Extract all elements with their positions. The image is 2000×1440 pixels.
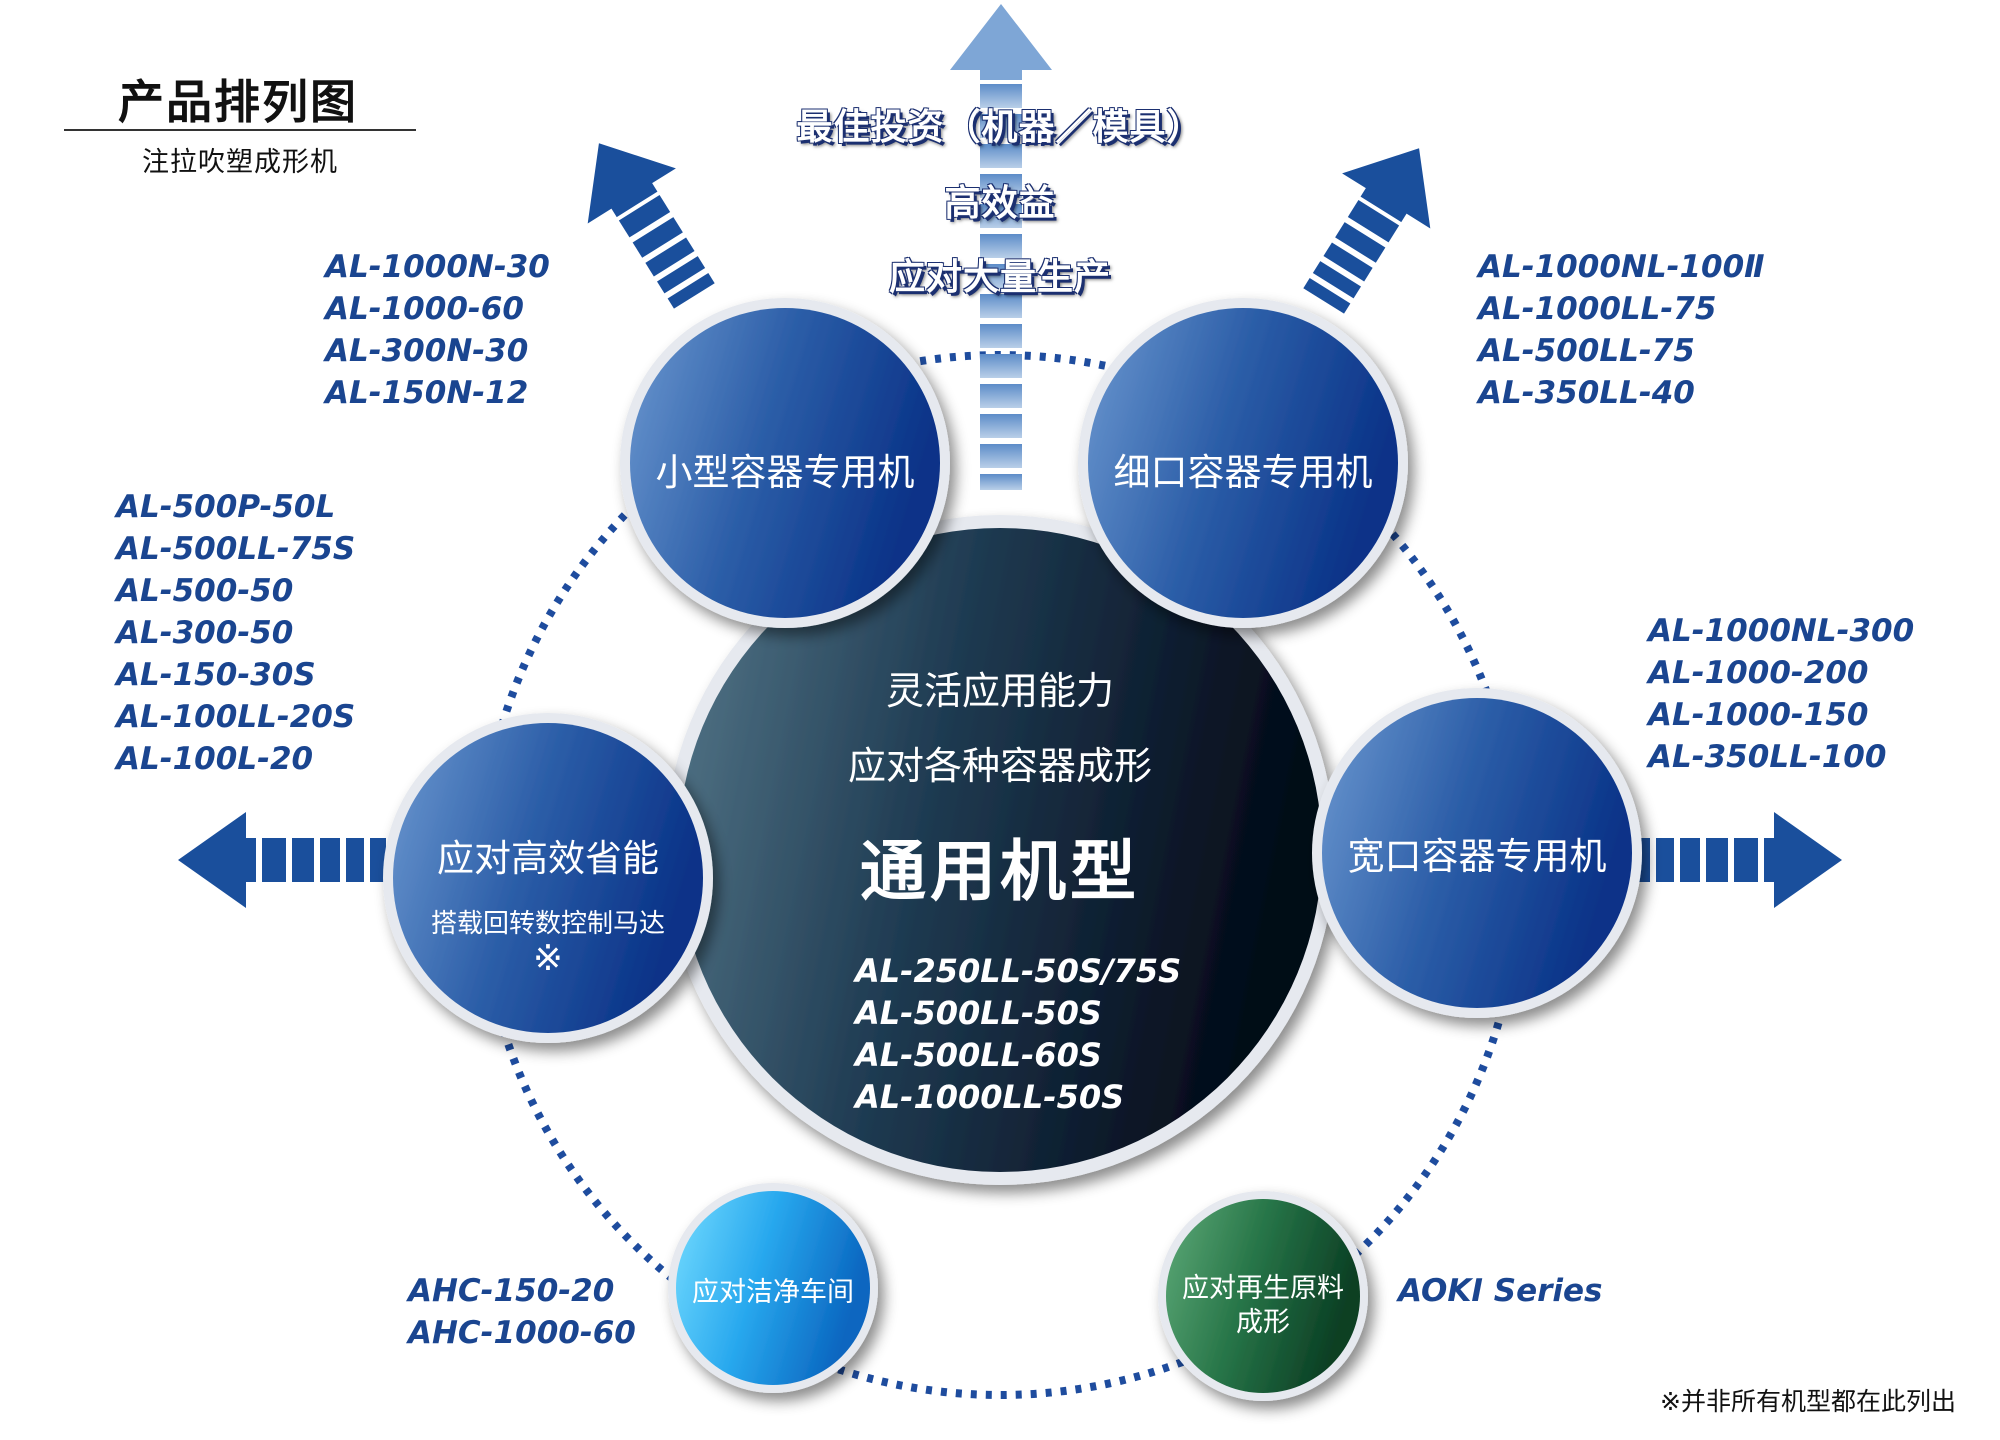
center-feature-flexibility: 灵活应用能力	[885, 669, 1114, 713]
title-divider	[64, 129, 416, 131]
model-item: AL-350LL-40	[1478, 375, 1695, 411]
circle-narrow-neck	[1078, 298, 1408, 628]
model-item: AL-500LL-75S	[116, 531, 356, 567]
benefit-efficiency: 高效益	[944, 183, 1056, 224]
circle-recycled	[1158, 1191, 1368, 1401]
label-recycled-line1: 应对再生原料	[1182, 1273, 1344, 1304]
label-energy-saving-sub: 搭载回转数控制马达	[430, 909, 665, 939]
label-clean-room: 应对洁净车间	[692, 1277, 854, 1308]
label-recycled-line2: 成形	[1236, 1307, 1290, 1338]
model-item: AL-1000-60	[325, 291, 524, 327]
model-item: AL-1000-200	[1648, 655, 1869, 691]
circle-clean-room	[668, 1183, 878, 1393]
model-item: AL-150-30S	[116, 657, 316, 693]
model-item: AHC-1000-60	[408, 1315, 636, 1351]
model-list-narrow-neck: AL-1000NL-100Ⅱ AL-1000LL-75 AL-500LL-75 …	[1478, 246, 1765, 414]
model-list-energy-saving: AL-500P-50L AL-500LL-75S AL-500-50 AL-30…	[116, 486, 355, 780]
model-item: AL-300-50	[116, 615, 294, 651]
benefit-mass-production: 应对大量生产	[888, 257, 1111, 298]
footnote: ※并非所有机型都在此列出	[1660, 1387, 1956, 1416]
arrow-upper-right	[1303, 148, 1431, 314]
model-item: AL-1000LL-50S	[855, 1078, 1125, 1116]
label-wide-mouth: 宽口容器专用机	[1347, 835, 1607, 878]
model-item: AL-1000NL-100Ⅱ	[1478, 249, 1765, 285]
model-item: AL-300N-30	[325, 333, 529, 369]
model-list-wide-mouth: AL-1000NL-300 AL-1000-200 AL-1000-150 AL…	[1648, 610, 1914, 778]
model-item: AL-100L-20	[116, 741, 314, 777]
series-label-aoki: AOKI Series	[1398, 1273, 1603, 1309]
model-item: AHC-150-20	[408, 1273, 615, 1309]
arrow-right	[1634, 812, 1842, 908]
model-item: AL-500LL-60S	[855, 1036, 1102, 1074]
model-item: AL-500LL-75	[1478, 333, 1695, 369]
model-item: AL-1000NL-300	[1648, 613, 1915, 649]
arrow-left	[178, 812, 386, 908]
model-item: AL-100LL-20S	[116, 699, 356, 735]
page-subtitle: 注拉吹塑成形机	[142, 147, 338, 178]
model-item: AL-500-50	[116, 573, 294, 609]
label-energy-saving: 应对高效省能	[437, 837, 659, 880]
model-item: AL-500P-50L	[116, 489, 336, 525]
circle-small-container	[620, 298, 950, 628]
model-item: AL-1000N-30	[325, 249, 550, 285]
center-title-general-model: 通用机型	[860, 833, 1140, 910]
page-title: 产品排列图	[118, 75, 358, 129]
arrow-upper-left	[587, 143, 715, 309]
model-item: AL-1000LL-75	[1478, 291, 1717, 327]
model-item: AL-350LL-100	[1648, 739, 1887, 775]
benefit-investment: 最佳投资（机器／模具）	[796, 107, 1204, 148]
label-energy-saving-mark: ※	[532, 938, 564, 979]
circle-energy-saving	[383, 713, 713, 1043]
model-list-general: AL-250LL-50S/75S AL-500LL-50S AL-500LL-6…	[855, 950, 1181, 1118]
circle-wide-mouth	[1312, 688, 1642, 1018]
model-list-clean-room: AHC-150-20 AHC-1000-60	[408, 1270, 636, 1354]
label-small-container: 小型容器专用机	[655, 451, 915, 494]
center-circle	[665, 515, 1335, 1185]
model-item: AL-250LL-50S/75S	[855, 952, 1182, 990]
model-list-small-container: AL-1000N-30 AL-1000-60 AL-300N-30 AL-150…	[325, 246, 550, 414]
model-item: AL-150N-12	[325, 375, 529, 411]
model-item: AL-1000-150	[1648, 697, 1869, 733]
model-item: AL-500LL-50S	[855, 994, 1102, 1032]
center-feature-versatility: 应对各种容器成形	[847, 744, 1152, 788]
label-narrow-neck: 细口容器专用机	[1113, 451, 1373, 494]
arrow-up	[950, 4, 1052, 490]
